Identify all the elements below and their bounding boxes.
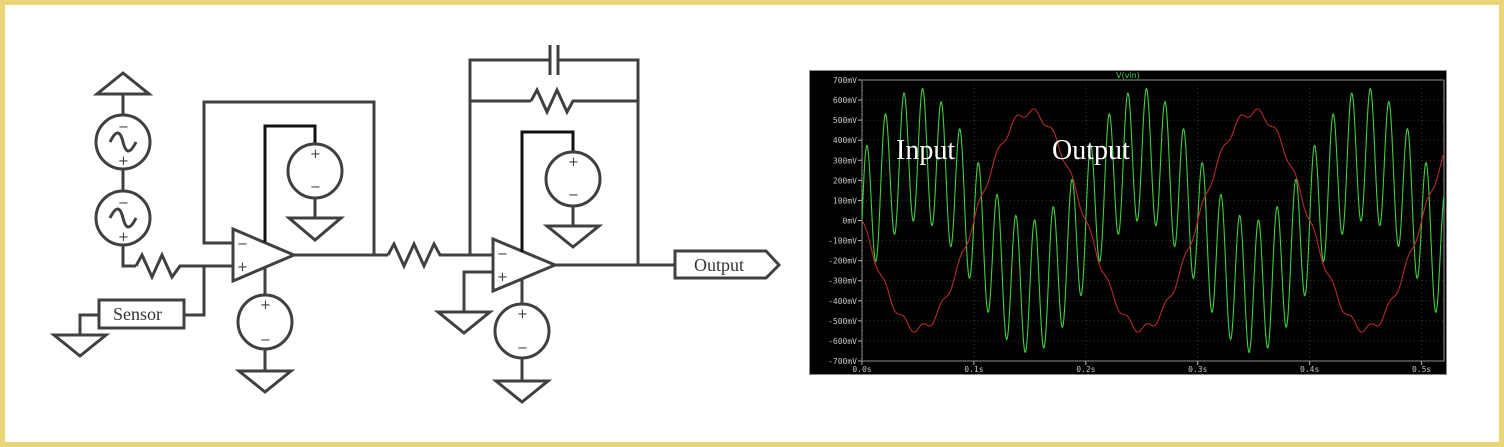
output-port: Output: [673, 249, 782, 280]
ac-source-1: − +: [94, 113, 152, 171]
y-tick-label: 0mV: [843, 217, 858, 226]
y-tick-label: 300mV: [833, 156, 857, 165]
x-axis-ticks: 0.0s 0.1s 0.2s 0.3s 0.4s 0.5s: [852, 365, 1431, 374]
y-tick-label: 400mV: [833, 136, 857, 145]
x-tick-label: 0.2s: [1076, 365, 1095, 374]
resistor-r1: [134, 251, 233, 281]
y-tick-label: 600mV: [833, 96, 857, 105]
svg-text:+: +: [237, 260, 248, 275]
y-tick-label: 100mV: [833, 196, 857, 205]
output-port-label: Output: [694, 255, 744, 275]
y-tick-label: -700mV: [828, 357, 857, 366]
waveform-plot: V(vin) 700mV 600mV 500mV 400mV 300mV 200mV 100…: [809, 70, 1447, 375]
resistor-r2: [386, 240, 492, 270]
sensor-label: Sensor: [113, 304, 162, 324]
svg-text:+: +: [118, 154, 129, 169]
grid: [858, 79, 1445, 365]
svg-text:−: −: [260, 333, 271, 348]
y-tick-label: -600mV: [828, 337, 857, 346]
output-annotation: Output: [1052, 135, 1130, 166]
y-tick-label: -400mV: [828, 297, 857, 306]
series-group: [861, 87, 1445, 354]
ground-symbol-1: [284, 216, 346, 242]
x-tick-label: 0.0s: [852, 365, 871, 374]
circuit-schematic: − + − + Sensor − + + − + −: [49, 45, 782, 404]
chart-title: V(vin): [1116, 71, 1140, 80]
y-axis-ticks: 700mV 600mV 500mV 400mV 300mV 200mV 100mV 0mV -1…: [828, 76, 857, 366]
series-line-output: [861, 108, 1445, 333]
svg-text:−: −: [517, 341, 528, 356]
dc-source-1: + −: [286, 142, 344, 200]
opamp-2: − +: [491, 236, 559, 294]
svg-text:−: −: [237, 237, 248, 252]
y-tick-label: 700mV: [833, 76, 857, 85]
y-tick-label: 500mV: [833, 116, 857, 125]
resistor-r3: [529, 86, 638, 116]
y-tick-label: -200mV: [828, 257, 857, 266]
y-tick-label: -300mV: [828, 277, 857, 286]
svg-text:+: +: [568, 155, 579, 170]
svg-text:−: −: [310, 180, 321, 195]
svg-text:−: −: [118, 196, 129, 211]
plot-area: [861, 79, 1445, 362]
svg-text:+: +: [118, 230, 129, 245]
svg-text:−: −: [568, 188, 579, 203]
svg-text:+: +: [517, 307, 528, 322]
ground-symbol-4: [542, 224, 604, 249]
svg-text:−: −: [497, 247, 508, 262]
y-tick-label: -100mV: [828, 237, 857, 246]
sensor-block: Sensor: [97, 298, 186, 330]
x-tick-label: 0.3s: [1188, 365, 1207, 374]
ac-source-2: − +: [94, 189, 152, 247]
dc-source-4: + −: [493, 302, 551, 360]
x-tick-label: 0.1s: [964, 365, 983, 374]
dc-source-2: + −: [236, 293, 294, 351]
svg-text:+: +: [260, 298, 271, 313]
x-tick-label: 0.5s: [1412, 365, 1431, 374]
y-tick-label: -500mV: [828, 317, 857, 326]
svg-text:−: −: [118, 120, 129, 135]
sensor-ground-symbol: [49, 313, 111, 358]
ground-symbol-5: [491, 379, 553, 404]
waveform-chart: V(vin) 700mV 600mV 500mV 400mV 300mV 200mV 100…: [828, 71, 1445, 374]
ground-symbol-2: [234, 369, 296, 394]
ground-symbol-3: [433, 310, 495, 335]
top-ground-symbol: [92, 71, 154, 115]
x-tick-label: 0.4s: [1300, 365, 1319, 374]
series-line-input: [861, 87, 1445, 354]
y-tick-label: 200mV: [833, 176, 857, 185]
dc-source-3: + −: [544, 150, 602, 208]
capacitor-c1: [548, 45, 560, 75]
svg-text:+: +: [310, 147, 321, 162]
input-annotation: Input: [896, 135, 956, 166]
svg-text:+: +: [497, 270, 508, 285]
